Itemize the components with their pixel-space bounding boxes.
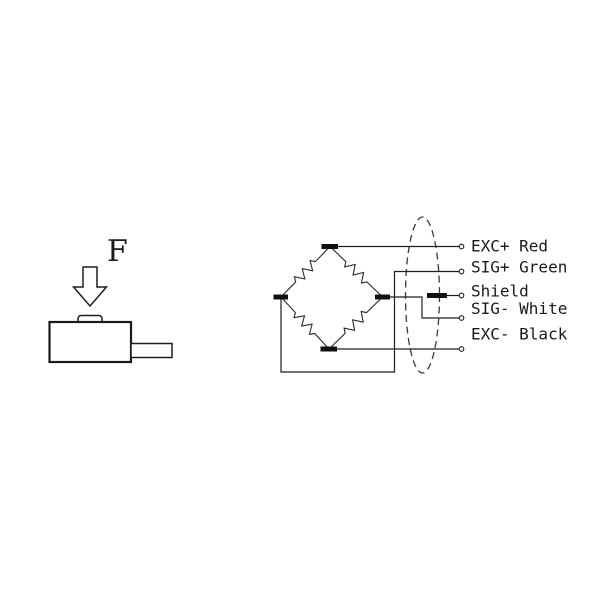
shield-connector — [427, 293, 447, 298]
label-exc-plus: EXC+ Red — [471, 237, 548, 256]
terminal-exc-minus — [458, 346, 465, 352]
bridge-circuit: EXC+ Red SIG+ Green Shield SIG- White EX… — [273, 216, 568, 374]
force-label: F — [107, 234, 128, 269]
label-sig-plus: SIG+ Green — [471, 258, 567, 277]
load-cell-body — [48, 320, 133, 364]
resistor-bottom-right — [328, 296, 383, 350]
terminal-shield — [458, 292, 465, 299]
label-sig-minus: SIG- White — [471, 299, 567, 318]
resistor-bottom-left — [280, 296, 330, 350]
load-cell-cable-boss — [130, 342, 173, 359]
resistor-top-right — [329, 246, 383, 298]
label-exc-minus: EXC- Black — [471, 325, 568, 344]
bridge-node-bottom — [320, 346, 337, 352]
resistor-top-left — [280, 246, 331, 298]
bridge-node-top — [321, 244, 338, 249]
wire-sig-minus — [390, 296, 459, 319]
label-shield: Shield — [471, 282, 529, 301]
load-cell-button — [77, 314, 103, 322]
force-arrow-icon — [71, 266, 109, 308]
terminal-sig-minus — [458, 315, 465, 321]
bridge-node-left — [273, 294, 288, 300]
bridge-node-right — [375, 294, 390, 300]
terminal-sig-plus — [458, 268, 465, 275]
load-cell-symbol: F — [48, 234, 173, 364]
wire-sig-plus — [280, 270, 459, 373]
terminal-exc-plus — [458, 243, 465, 250]
